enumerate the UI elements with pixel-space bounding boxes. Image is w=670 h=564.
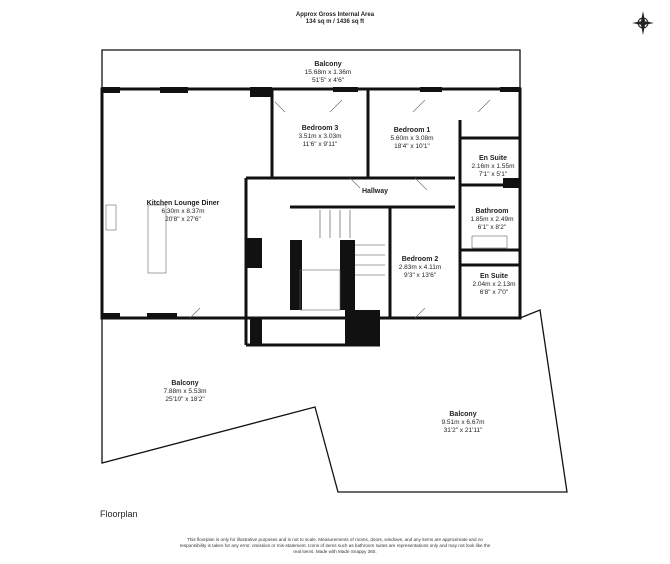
room-label-hallway: Hallway [361,188,389,195]
floor-label: Floorplan [100,509,138,519]
area-title: Approx Gross Internal Area [295,12,375,18]
area-summary: Approx Gross Internal Area 134 sq m / 14… [296,12,374,26]
compass-rose-icon [630,8,656,43]
area-value: 134 sq m / 1436 sq ft [305,19,365,25]
balcony-outlines [101,49,568,493]
fixtures [105,99,508,319]
wall-blocks [102,87,520,345]
disclaimer: This floorplan is only for illustrative … [179,537,491,554]
